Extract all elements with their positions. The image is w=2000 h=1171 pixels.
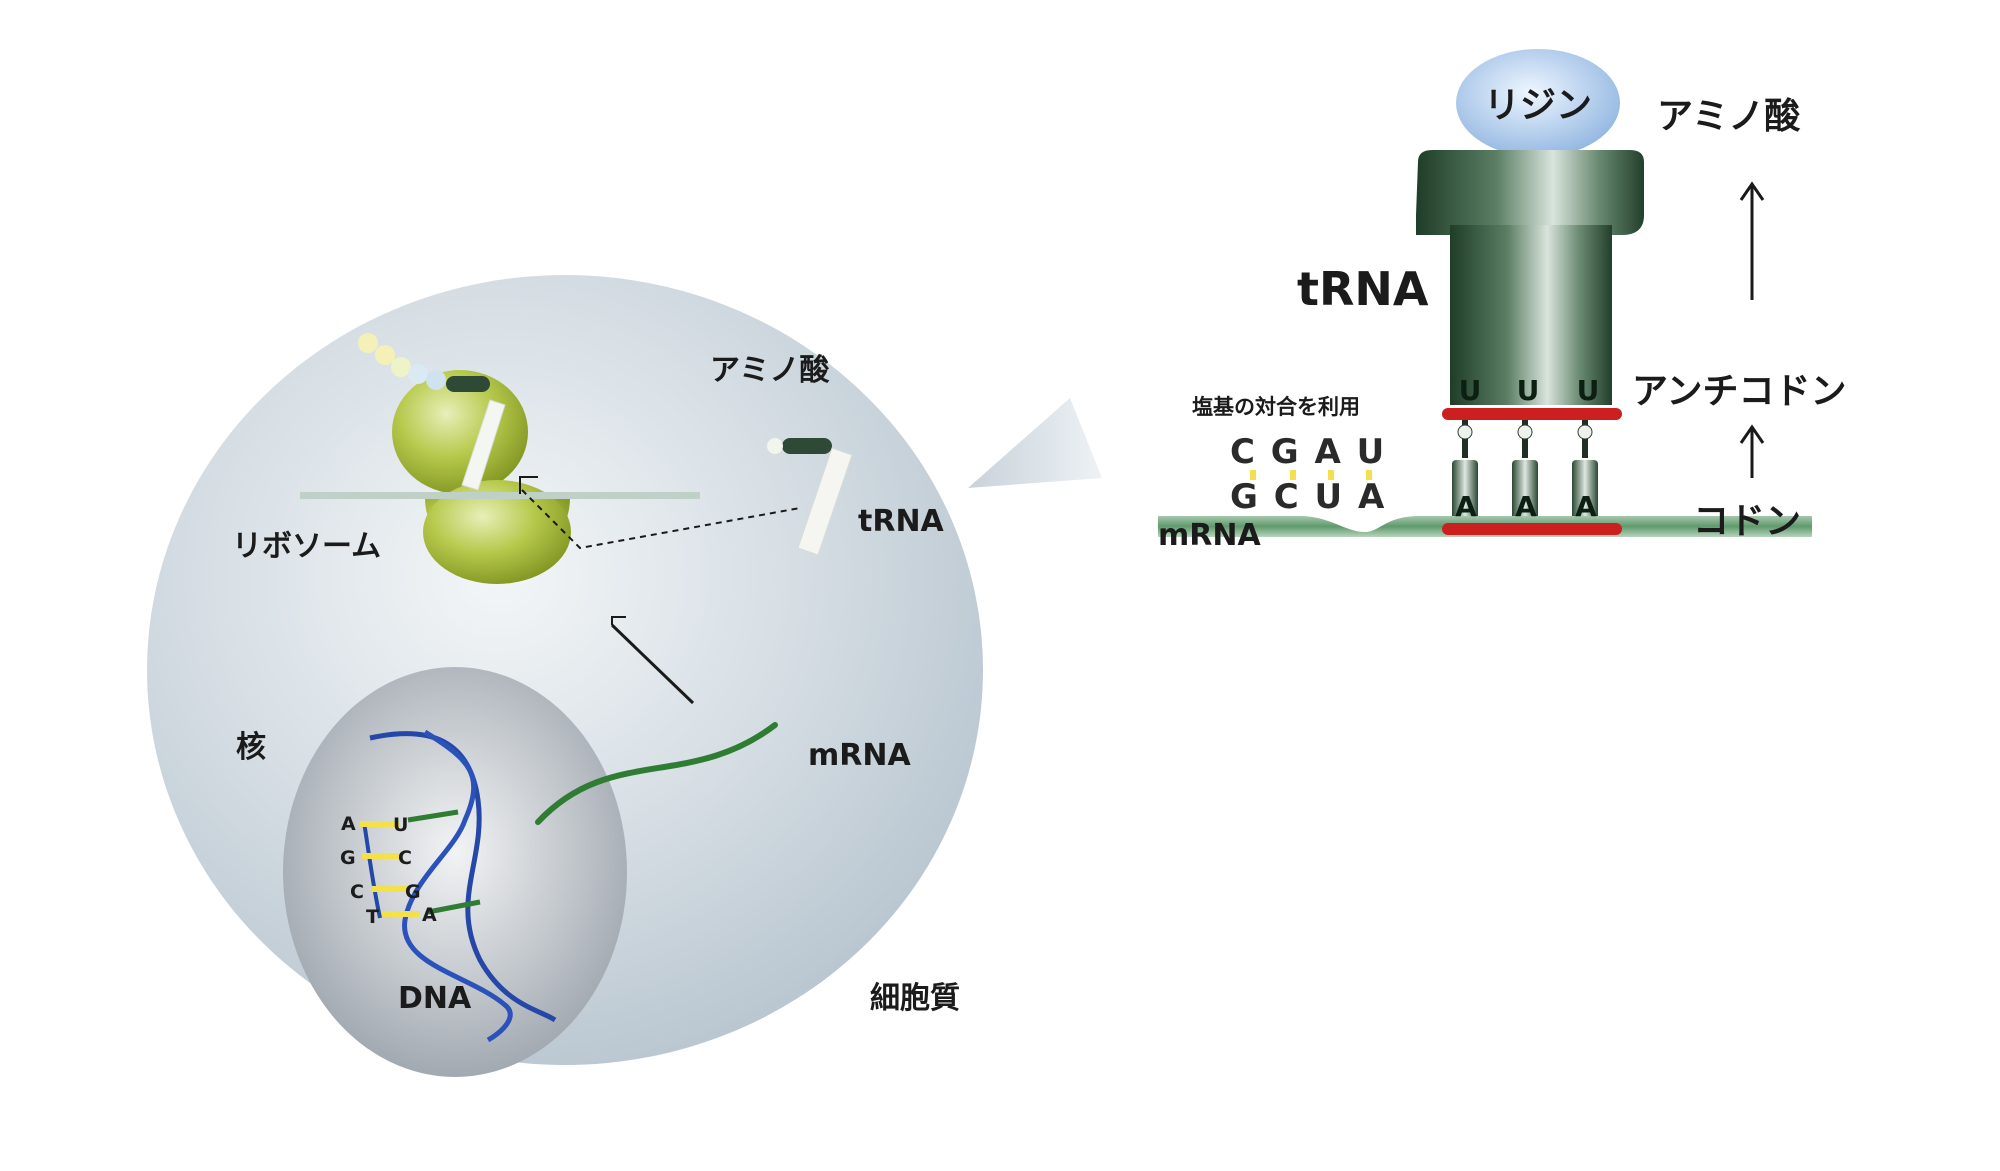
dna-base-left: A: [341, 813, 356, 835]
up-arrow-top: [1739, 181, 1765, 300]
export-arrow: [610, 623, 695, 705]
peptide-bead: [391, 357, 411, 377]
transcript-strand: [407, 809, 459, 823]
lysine-molecule: [1456, 49, 1620, 157]
free-trna: [767, 438, 853, 556]
pairing-note: 塩基の対合を利用: [1192, 395, 1360, 419]
ribosome-mrna-strand: [300, 492, 700, 499]
peptide-bead: [358, 333, 378, 353]
dna-base-left: T: [366, 906, 379, 928]
detail-trna-label: tRNA: [1297, 262, 1429, 316]
transcript-strand: [427, 899, 481, 915]
trna-stem: [1450, 225, 1612, 405]
peptide-bead: [408, 364, 428, 384]
dna-base-left: G: [340, 847, 356, 869]
detail-trna: [1416, 150, 1644, 405]
ribosome-trna: [461, 399, 506, 491]
nucleus: [283, 667, 627, 1077]
trna-guide-line: [521, 489, 801, 550]
codon-base-bar: [1572, 460, 1598, 520]
mrna-strand: [535, 722, 778, 825]
codon-base: A: [1515, 490, 1537, 523]
anticodon-base: U: [1459, 374, 1482, 407]
lysine-label: リジン: [1484, 85, 1592, 126]
codon-base-bar: [1512, 460, 1538, 520]
dna-base-right: U: [393, 814, 408, 836]
codon-base: A: [1455, 490, 1477, 523]
dna-helix: A U G C C G T A: [340, 729, 557, 1043]
zoom-cone: [968, 398, 1102, 488]
peptide-bead: [426, 370, 446, 390]
up-arrow-bottom: [1739, 424, 1765, 478]
anticodon-base: U: [1517, 374, 1540, 407]
dna-base-left: C: [350, 881, 364, 903]
anticodon-label: アンチコドン: [1632, 371, 1847, 412]
ribosome-label: リボソーム: [232, 529, 381, 564]
dna-label: DNA: [398, 981, 472, 1016]
cell-trna-label: tRNA: [858, 504, 945, 539]
pairing-row-2: G C U A: [1230, 477, 1386, 517]
dna-template-strand: [362, 821, 382, 919]
codon-label: コドン: [1693, 501, 1801, 542]
trna-top: [1416, 150, 1644, 235]
cell-amino-acid-label: アミノ酸: [710, 353, 830, 388]
free-trna-amino-acid: [767, 438, 783, 454]
cytoplasm-label: 細胞質: [870, 981, 960, 1016]
dna-base-right: C: [398, 847, 412, 869]
codon-base: A: [1575, 490, 1597, 523]
dna-base-right: G: [405, 881, 421, 903]
base-pair-rung: [362, 853, 402, 859]
export-arrow-head: [611, 616, 626, 625]
trna-head: [446, 376, 490, 392]
cell-mrna-label: mRNA: [808, 738, 911, 773]
base-pair-rung: [382, 911, 420, 917]
pairing-row-1: C G A U: [1230, 432, 1386, 472]
codon-bar: [1442, 523, 1622, 535]
pairing-connectors: [1457, 420, 1593, 458]
nucleus-label: 核: [236, 730, 266, 765]
anticodon-bar: [1442, 408, 1622, 420]
detail-amino-acid-label: アミノ酸: [1657, 96, 1800, 137]
codon-base-bar: [1452, 460, 1478, 520]
site-marker: [519, 476, 538, 494]
free-trna-body: [797, 447, 853, 556]
anticodon-base: U: [1577, 374, 1600, 407]
base-pair-rung: [360, 821, 400, 827]
peptide-bead: [375, 345, 395, 365]
ribosome: [300, 333, 700, 584]
dna-base-right: A: [422, 904, 437, 926]
detail-mrna-label: mRNA: [1158, 518, 1261, 553]
pairing-example: C G A U G C U A: [1230, 432, 1386, 517]
ribosome-small-subunit-body: [423, 480, 571, 584]
free-trna-head: [782, 438, 832, 454]
base-pair-rung: [372, 886, 410, 892]
